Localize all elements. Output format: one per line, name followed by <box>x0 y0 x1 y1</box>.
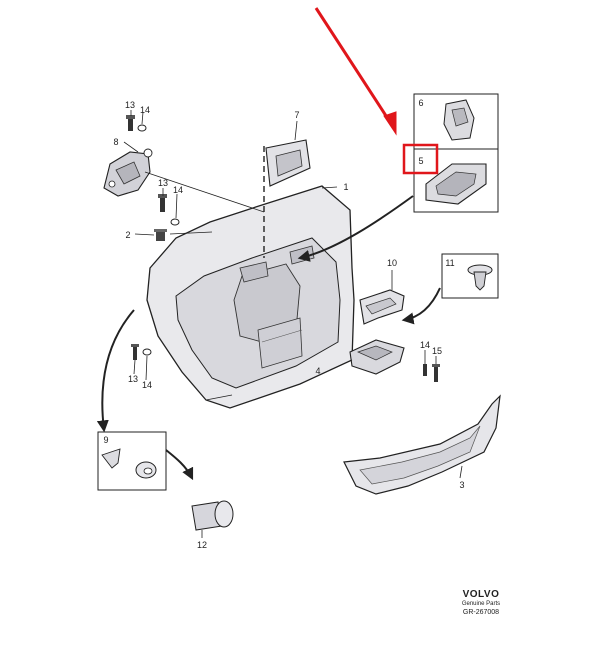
callout-14-upper: 14 <box>140 105 150 115</box>
callout-10: 10 <box>387 258 397 268</box>
pointer-arrows <box>96 195 441 481</box>
callout-2: 2 <box>125 230 130 240</box>
highlight-box-part-5 <box>402 143 439 175</box>
callout-11: 11 <box>445 258 454 268</box>
brand-block: VOLVO Genuine Parts GR-267008 <box>446 589 516 616</box>
diagram-code: GR-267008 <box>462 609 500 616</box>
clip-part-9 <box>101 448 157 479</box>
bracket-part-10 <box>359 289 405 325</box>
inner-door-handle-mechanism <box>103 148 153 197</box>
callout-14-right: 14 <box>420 340 430 350</box>
callout-3: 3 <box>459 480 464 490</box>
callout-6: 6 <box>418 98 423 108</box>
bracket-part-4 <box>349 339 405 375</box>
screw-13-lower <box>131 344 139 360</box>
callout-14-lower: 14 <box>142 380 152 390</box>
washer-14-upper <box>137 124 147 132</box>
switch-panel-part-5 <box>425 163 487 205</box>
callout-7: 7 <box>294 110 299 120</box>
brand-logo: VOLVO <box>462 589 500 600</box>
callout-13-middle: 13 <box>158 178 168 188</box>
highlight-arrow <box>314 7 397 136</box>
callout-14-middle: 14 <box>173 185 183 195</box>
screw-13-middle <box>158 194 167 212</box>
armrest-part-3 <box>343 394 501 495</box>
brand-subtitle: Genuine Parts <box>461 601 501 607</box>
callout-9: 9 <box>103 435 108 445</box>
callout-13-upper: 13 <box>125 100 135 110</box>
screw-14-right <box>423 364 427 376</box>
callout-4: 4 <box>315 366 320 376</box>
washer-14-middle <box>170 218 180 226</box>
door-pull-handle-part <box>265 139 311 187</box>
leader-lines <box>123 110 463 538</box>
callout-12: 12 <box>197 540 207 550</box>
clip-part-2 <box>154 229 167 241</box>
callout-5: 5 <box>418 156 423 166</box>
screw-15-right <box>432 364 440 382</box>
callout-1: 1 <box>343 182 348 192</box>
inset-box-part-11 <box>441 253 499 299</box>
washer-14-lower <box>142 348 152 356</box>
callout-13-lower: 13 <box>128 374 138 384</box>
door-trim-panel <box>146 185 355 409</box>
clip-part-11 <box>467 264 493 291</box>
callout-8: 8 <box>113 137 118 147</box>
plug-part-12 <box>191 500 234 531</box>
callout-15: 15 <box>432 346 442 356</box>
screw-13-upper <box>126 115 135 131</box>
switch-bracket-part-6 <box>443 99 475 141</box>
